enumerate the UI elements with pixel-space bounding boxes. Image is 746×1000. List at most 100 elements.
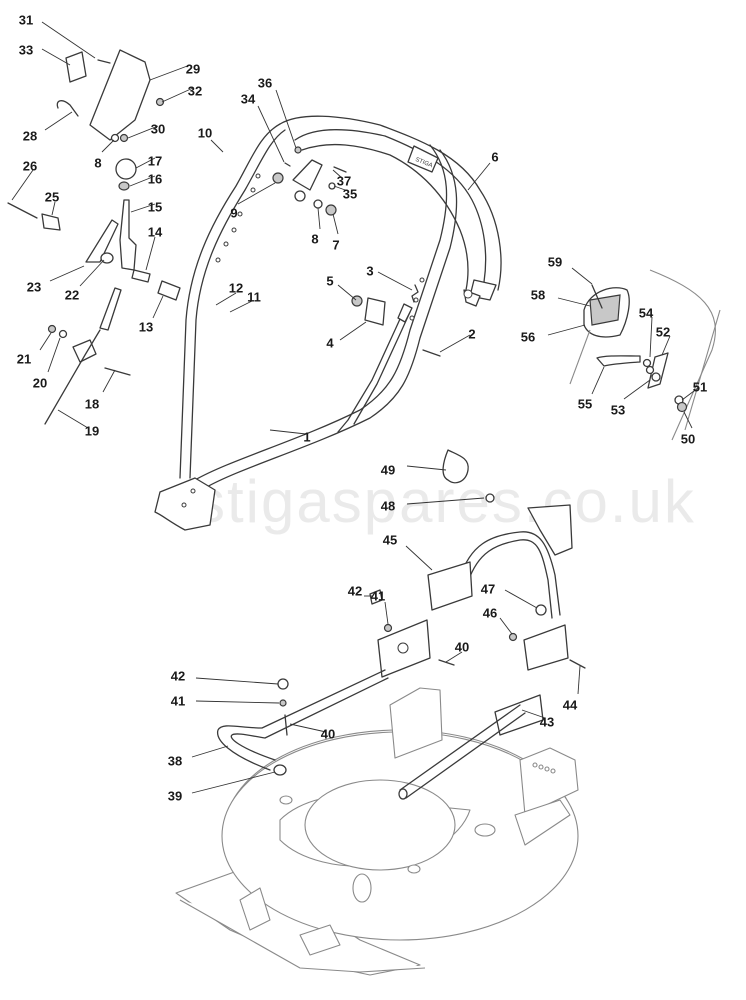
callout-label-29: 29: [186, 61, 200, 76]
callout-leader-22: [79, 259, 105, 287]
part-30-nut: [119, 133, 129, 143]
callout-label-45: 45: [383, 532, 397, 547]
callout-leader-59: [571, 267, 593, 285]
part-40-screw: [284, 714, 288, 736]
callout-leader-26: [11, 169, 34, 201]
part-45-left-plate: [427, 561, 473, 611]
callout-leader-41a: [384, 601, 389, 625]
part-41-nut-lower: [279, 699, 287, 707]
callout-label-31: 31: [19, 12, 33, 27]
callout-leader-23: [49, 265, 85, 282]
part-31-screw: [97, 59, 111, 64]
callout-label-6: 6: [491, 149, 498, 164]
part-26-pin: [7, 202, 38, 219]
part-41-nut: [383, 623, 393, 633]
callout-leader-8b: [317, 207, 321, 230]
callout-label-25: 25: [45, 189, 59, 204]
callout-label-4: 4: [326, 335, 334, 350]
part-50-nut: [676, 401, 688, 413]
callout-label-14: 14: [148, 224, 163, 239]
callout-label-19: 19: [85, 423, 99, 438]
callout-leader-38: [191, 745, 229, 758]
part-1-lower-handle: [154, 123, 458, 531]
cable-parts: [337, 284, 441, 433]
part-44-bolt: [569, 659, 586, 669]
callout-label-52: 52: [656, 324, 670, 339]
part-7-nut: [325, 204, 337, 216]
callout-leader-40a: [445, 651, 463, 663]
callout-leader-7: [332, 213, 339, 235]
part-9-knob: [272, 172, 284, 184]
callout-label-42a: 42: [348, 583, 362, 598]
part-59-screw: [591, 284, 603, 309]
callout-leader-33: [41, 48, 71, 66]
callout-leader-41b: [195, 700, 280, 704]
callout-label-37: 37: [337, 173, 351, 188]
callout-label-59: 59: [548, 254, 562, 269]
part-18-screw: [104, 367, 131, 376]
part-49-knob: [442, 449, 469, 484]
callout-leader-2: [439, 334, 471, 353]
callout-label-12: 12: [229, 280, 243, 295]
callout-label-47: 47: [481, 581, 495, 596]
callout-label-58: 58: [531, 287, 545, 302]
callout-leader-49: [406, 465, 447, 471]
callout-label-13: 13: [139, 319, 153, 334]
callout-label-7: 7: [332, 237, 339, 252]
callout-label-41b: 41: [171, 693, 185, 708]
part-8-washer-left: [110, 133, 120, 143]
callout-leader-39: [191, 771, 276, 794]
callout-leader-21: [39, 332, 52, 351]
callout-leader-52: [661, 335, 671, 356]
callout-label-22: 22: [65, 287, 79, 302]
part-6-upper-handle: STIGA: [279, 115, 502, 307]
lower-frame-parts: [217, 589, 544, 800]
part-17-ball: [115, 158, 137, 180]
callout-leader-6: [467, 162, 491, 191]
callout-leader-14: [145, 236, 156, 271]
callout-leader-53: [623, 379, 651, 400]
part-37-screw: [333, 166, 347, 173]
part-53-washer: [651, 372, 661, 382]
callout-leader-51: [681, 387, 699, 401]
callout-label-53: 53: [611, 402, 625, 417]
callout-leader-42b: [195, 677, 279, 685]
callout-label-3: 3: [366, 263, 373, 278]
callout-leader-44: [577, 665, 581, 695]
callout-leader-32: [161, 87, 194, 103]
callout-leader-25: [51, 201, 56, 216]
height-adjust-parts: [427, 449, 586, 671]
part-2-bolt: [422, 349, 441, 357]
callout-labels: 1234567889101112131415161718192021222325…: [11, 12, 707, 803]
callout-leader-31: [41, 21, 96, 59]
callout-leader-29: [149, 64, 191, 81]
right-inset-parts: [569, 269, 721, 441]
callout-leader-16: [129, 175, 156, 187]
callout-label-15: 15: [148, 199, 162, 214]
callout-leader-11: [229, 300, 253, 313]
callout-leader-34: [257, 105, 285, 163]
callout-label-30: 30: [151, 121, 165, 136]
callout-leader-9: [237, 182, 276, 205]
callout-label-40a: 40: [455, 639, 469, 654]
callout-label-2: 2: [468, 326, 475, 341]
callout-label-17: 17: [148, 153, 162, 168]
part-42-cap: [369, 589, 383, 605]
part-25-spacer: [41, 213, 61, 231]
callout-label-20: 20: [33, 375, 47, 390]
part-28-pin: [56, 100, 79, 117]
callout-leader-35: [333, 185, 349, 192]
callout-label-42b: 42: [171, 668, 185, 683]
cable-spring: [99, 287, 122, 331]
callout-label-26: 26: [23, 158, 37, 173]
part-32-nut: [155, 97, 165, 107]
callout-label-5: 5: [326, 273, 333, 288]
callout-label-44: 44: [563, 697, 578, 712]
part-21-nut: [47, 324, 57, 334]
part-58-insert: [589, 294, 621, 326]
part-45-right-plate: [523, 624, 569, 671]
part-8-washer: [313, 199, 323, 209]
callout-leader-43: [521, 709, 546, 719]
callout-leader-13: [152, 295, 164, 319]
callout-label-48: 48: [381, 498, 395, 513]
